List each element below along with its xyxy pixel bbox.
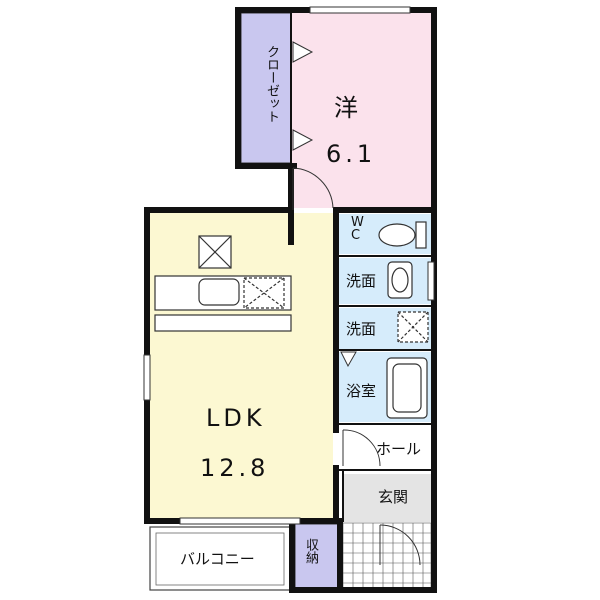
refrigerator-icon xyxy=(198,235,232,269)
basin-icon xyxy=(387,261,413,299)
balcony-label: バルコニー xyxy=(180,550,255,568)
bathtub-icon xyxy=(386,357,428,419)
wc-label: WC xyxy=(351,215,364,243)
entrance-tile-grid xyxy=(342,522,432,591)
western-room-size: 6.1 xyxy=(326,140,377,168)
washroom-upper-label: 洗面 xyxy=(346,272,377,290)
western-room-name: 洋 xyxy=(334,94,362,122)
partitions xyxy=(290,12,434,522)
entrance-floor xyxy=(343,474,431,522)
entrance-label: 玄関 xyxy=(378,488,409,506)
washroom-lower-label: 洗面 xyxy=(346,320,377,338)
closet-label: クローゼット xyxy=(264,45,279,123)
balcony-rail xyxy=(155,532,285,586)
washing-machine-icon xyxy=(397,311,429,343)
ldk-room-size: 12.8 xyxy=(200,454,270,482)
ldk-room-name: LDK xyxy=(206,404,266,432)
toilet-icon xyxy=(378,221,427,249)
hall-label: ホール xyxy=(376,440,422,458)
balcony xyxy=(149,526,291,591)
ldk-room xyxy=(150,213,333,518)
bathroom-label: 浴室 xyxy=(346,382,377,400)
storage-label: 収納 xyxy=(303,538,318,564)
closet xyxy=(240,12,292,164)
windows xyxy=(143,6,435,525)
door-swings xyxy=(292,167,421,566)
washroom-upper xyxy=(339,258,431,304)
sink-icon xyxy=(198,278,240,306)
closet-door-markers xyxy=(292,41,357,368)
stove-icon xyxy=(243,277,285,309)
